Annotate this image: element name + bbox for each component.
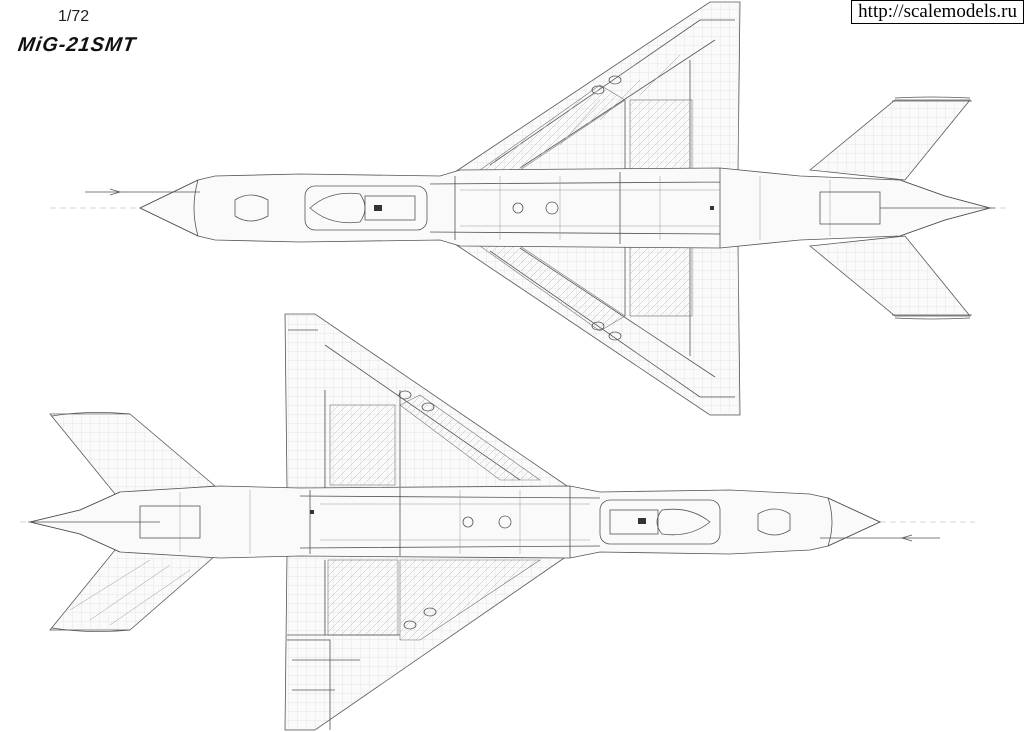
bottom-view-lower-stabilizer	[49, 549, 217, 632]
bottom-view-upper-wing	[284, 313, 572, 489]
top-view-fuselage	[85, 167, 995, 249]
scale-label: 1/72	[58, 8, 90, 25]
top-view-lower-wing	[453, 243, 741, 416]
bottom-view	[20, 313, 975, 731]
bottom-view-lower-wing	[284, 553, 572, 731]
top-view-upper-wing	[453, 1, 741, 173]
bottom-view-fuselage	[28, 485, 940, 559]
top-view-upper-stabilizer	[809, 96, 972, 181]
top-view-lower-stabilizer	[809, 235, 972, 320]
top-view	[50, 1, 1010, 416]
bottom-view-upper-stabilizer	[49, 412, 216, 495]
